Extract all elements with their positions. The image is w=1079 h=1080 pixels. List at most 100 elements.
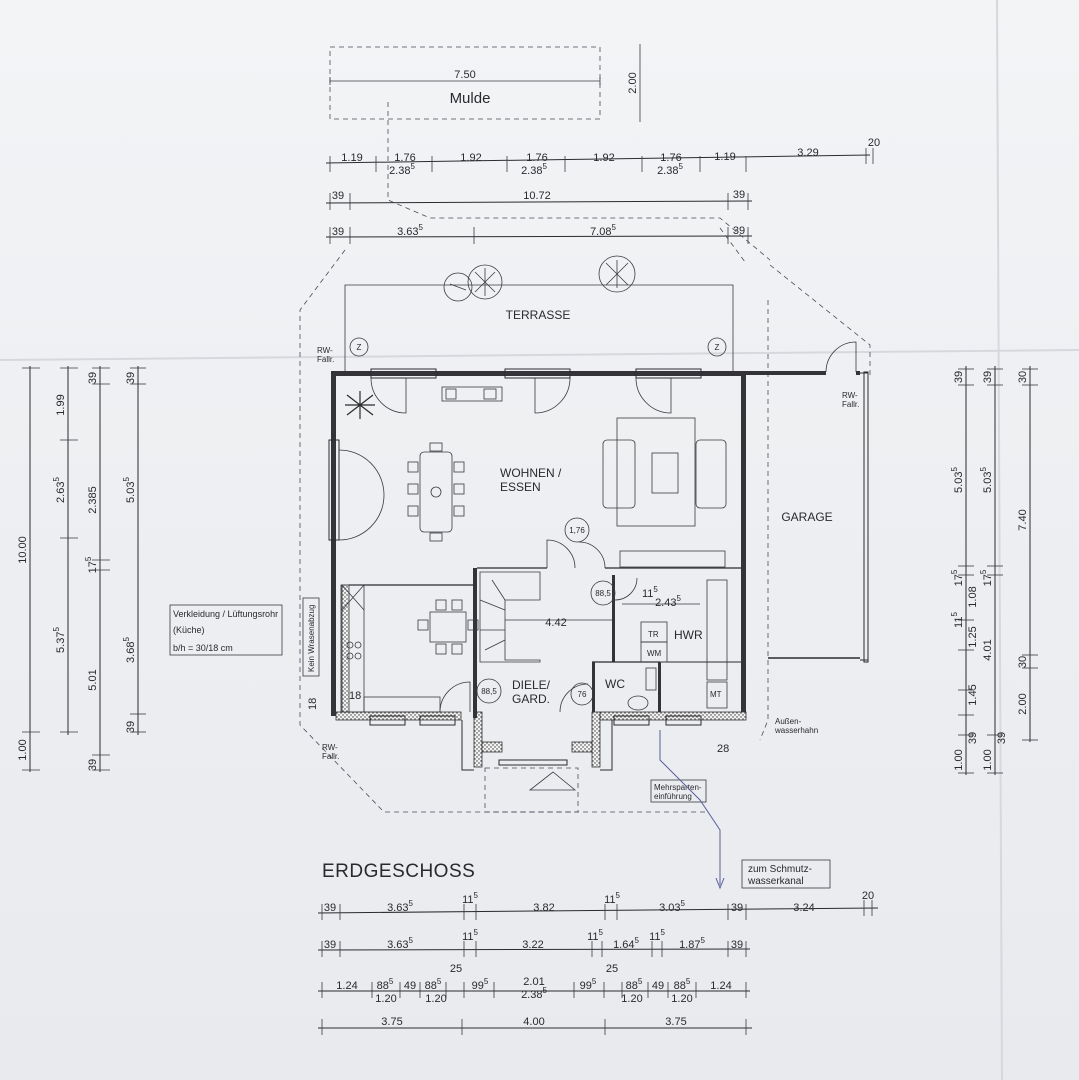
top2-dim-3: 39	[733, 189, 745, 201]
bottom4-dim-1: 3.75	[381, 1016, 402, 1028]
note-rw2-a: RW-	[842, 391, 858, 400]
right4-dim-3: 30	[1017, 656, 1029, 668]
bottom3-sub-2: 1.20	[425, 993, 446, 1005]
right4-dim-1: 30	[1017, 371, 1029, 383]
note-mehrsparten-2: einführung	[654, 792, 692, 801]
bottom3-sub-4: 1.20	[621, 993, 642, 1005]
bottom3-sub-1: 1.20	[375, 993, 396, 1005]
note-verkleidung-3: b/h = 30/18 cm	[173, 643, 233, 653]
bottom4-dim-3: 3.75	[665, 1016, 686, 1028]
circle-3: 88,5	[481, 687, 497, 696]
bottom1-dim-6: 3.035	[659, 899, 685, 914]
left1-dim-1: 10.00	[17, 536, 29, 564]
bottom2-dim-1: 39	[324, 939, 336, 951]
bottom1-dim-2: 3.635	[387, 899, 413, 914]
bottom4-dim-2: 4.00	[523, 1016, 544, 1028]
note-schmutz-1: zum Schmutz-	[748, 864, 812, 875]
bottom2-dim-2: 3.635	[387, 936, 413, 951]
right3-dim-4: 4.01	[982, 639, 994, 660]
hwr-width-dim: 2.435	[655, 594, 681, 609]
bottom2-dim-3: 115	[462, 928, 478, 943]
top-dimension-chain-1: 1.19 1.76 1.92 1.76 1.92 1.76 1.19 3.29 …	[325, 137, 880, 177]
bottom3-dim-2: 885	[377, 977, 394, 992]
bottom3-sub-3: 2.385	[521, 986, 547, 1001]
bottom2-dim-4: 3.22	[522, 939, 543, 951]
mulde-label: Mulde	[450, 90, 491, 107]
right2-dim-3: 1.45	[967, 684, 979, 705]
top1-sub-3: 2.385	[657, 162, 683, 177]
notes: Verkleidung / Lüftungsrohr (Küche) b/h =…	[169, 346, 859, 889]
left4-dim-2: 5.035	[122, 477, 137, 503]
left1-dim-2: 1.00	[17, 739, 29, 760]
left3-dim-5: 39	[87, 759, 99, 771]
bottom1-dim-7: 39	[731, 902, 743, 914]
left4-dim-1: 39	[125, 372, 137, 384]
bottom3-dim-10: 885	[626, 977, 643, 992]
label-terrasse: TERRASSE	[506, 308, 571, 322]
bottom3-dim-3: 49	[404, 980, 416, 992]
bottom1-dim-4: 3.82	[533, 902, 554, 914]
top1-sub-1: 2.385	[389, 162, 415, 177]
top1-dim-1: 1.19	[341, 152, 362, 164]
right2-dim-2: 1.25	[967, 626, 979, 647]
tree-icon	[443, 255, 636, 302]
right3-dim-6: 39	[996, 732, 1008, 744]
wall-dim-28: 28	[717, 743, 729, 755]
circle-annotations: 1,76 88,5 88,5 76 Z Z	[349, 337, 727, 706]
bottom3-dim-8: 995	[580, 977, 597, 992]
label-wohnen: WOHNEN /	[500, 466, 562, 480]
label-wc: WC	[605, 677, 625, 691]
bottom3-dim-12: 885	[674, 977, 691, 992]
top1-sub-2: 2.385	[521, 162, 547, 177]
note-aussen-1: Außen-	[775, 717, 802, 726]
right2-dim-1: 1.08	[967, 586, 979, 607]
top3-dim-1: 39	[332, 226, 344, 238]
room-labels: TERRASSE WOHNEN / ESSEN GARAGE HWR WC DI…	[500, 308, 833, 706]
hwr-offset-dim: 115	[642, 585, 658, 600]
note-rw1-a: RW-	[317, 346, 333, 355]
top3-dim-2: 3.635	[397, 223, 423, 238]
top1-dim-2: 1.76	[394, 152, 415, 164]
circle-4: 76	[578, 690, 587, 699]
drawing-title: ERDGESCHOSS	[322, 861, 475, 882]
bottom3-dim-7: 2.01	[523, 976, 544, 988]
mulde-height: 2.00	[627, 72, 639, 93]
bottom-dimension-chain-2: 39 3.635 115 3.22 115 1.645 115 1.875 39	[317, 928, 751, 957]
left-dimension-chains: 10.00 1.00 1.99 2.635 5.375 39 2.385 175…	[17, 366, 146, 772]
label-tr: TR	[648, 630, 659, 639]
right2-dim-4: 39	[967, 732, 979, 744]
note-schmutz-2: wasserkanal	[747, 876, 804, 887]
right-dimension-chains: 39 5.035 175 115 1.00 1.08 1.25 1.45 39 …	[950, 366, 1038, 775]
kitchen-dim-18: 18	[349, 690, 361, 702]
left3-dim-4: 5.01	[87, 669, 99, 690]
bottom3-dim-6: 995	[472, 977, 489, 992]
bottom1-dim-1: 39	[324, 902, 336, 914]
bottom1-dim-5: 115	[604, 891, 620, 906]
bottom2-dim-6: 1.645	[613, 936, 639, 951]
top1-dim-8: 3.29	[797, 147, 818, 159]
inner-dimensions: 4.42 2.435 115 18 18 28	[307, 585, 729, 755]
mulde-width: 7.50	[454, 69, 475, 81]
top3-dim-3: 7.085	[590, 223, 616, 238]
right3-dim-5: 1.00	[982, 749, 994, 770]
right1-dim-1: 39	[953, 371, 965, 383]
label-diele: DIELE/	[512, 678, 551, 692]
garage	[746, 341, 869, 663]
circle-z2: Z	[715, 343, 720, 352]
top-dimension-chain-3: 39 3.635 7.085 39	[325, 223, 753, 244]
label-gard: GARD.	[512, 692, 550, 706]
circle-1: 1,76	[569, 526, 585, 535]
right3-dim-2: 5.035	[979, 467, 994, 493]
bottom3-dim-9: 25	[606, 963, 618, 975]
bottom-dimension-chain-4: 3.75 4.00 3.75	[318, 1016, 752, 1035]
note-rw2-b: Fallr.	[842, 400, 859, 409]
circle-z1: Z	[357, 343, 362, 352]
mulde: 7.50 Mulde 2.00	[329, 44, 641, 122]
note-mehrsparten-1: Mehrsparten-	[654, 783, 702, 792]
bottom3-dim-4: 885	[425, 977, 442, 992]
left3-dim-2: 2.385	[87, 486, 99, 514]
right1-dim-3: 175	[950, 569, 965, 586]
label-essen: ESSEN	[500, 480, 541, 494]
stair-dim: 4.42	[545, 617, 566, 629]
bottom3-dim-11: 49	[652, 980, 664, 992]
